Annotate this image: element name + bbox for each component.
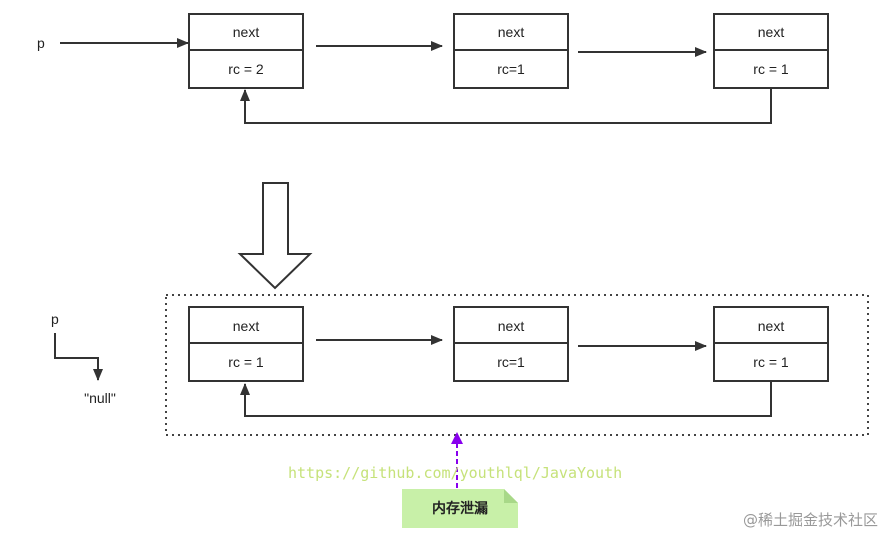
down-transition-arrow [237,182,313,290]
bottom-node-3: next rc = 1 [713,306,829,382]
node-rc-label: rc = 1 [753,354,789,370]
node-rc-label: rc = 1 [228,354,264,370]
node-next-label: next [498,24,525,40]
bottom-node-2: next rc=1 [453,306,569,382]
node-next-label: next [233,24,260,40]
watermark-url: https://github.com/youthlql/JavaYouth [288,464,622,482]
bottom-pointer-label: p [51,311,59,327]
top-diagram: p next rc = 2 next rc=1 next rc = 1 [37,13,829,124]
top-cycle-arrow [240,88,772,124]
node-next-label: next [758,318,785,334]
node-rc-label: rc=1 [497,61,525,77]
leaked-region-border [165,294,869,436]
node-next-label: next [233,318,260,334]
top-node-1: next rc = 2 [188,13,304,89]
note-body [402,489,518,528]
top-node-2: next rc=1 [453,13,569,89]
top-pointer-label: p [37,35,45,51]
note-label: 内存泄漏 [432,500,488,517]
memory-leak-note: 内存泄漏 [402,489,518,528]
node-next-label: next [758,24,785,40]
bottom-pointer-arrow [54,333,103,381]
note-fold [504,489,518,503]
top-node-3: next rc = 1 [713,13,829,89]
bottom-node-1: next rc = 1 [188,306,304,382]
node-rc-label: rc = 1 [753,61,789,77]
null-label: "null" [84,390,116,406]
juejin-watermark: @稀土掘金技术社区 [743,511,878,529]
bottom-cycle-arrow [240,381,772,417]
bottom-diagram: p "null" next rc = 1 next rc=1 next rc =… [51,294,869,436]
node-rc-label: rc=1 [497,354,525,370]
node-rc-label: rc = 2 [228,61,264,77]
node-next-label: next [498,318,525,334]
